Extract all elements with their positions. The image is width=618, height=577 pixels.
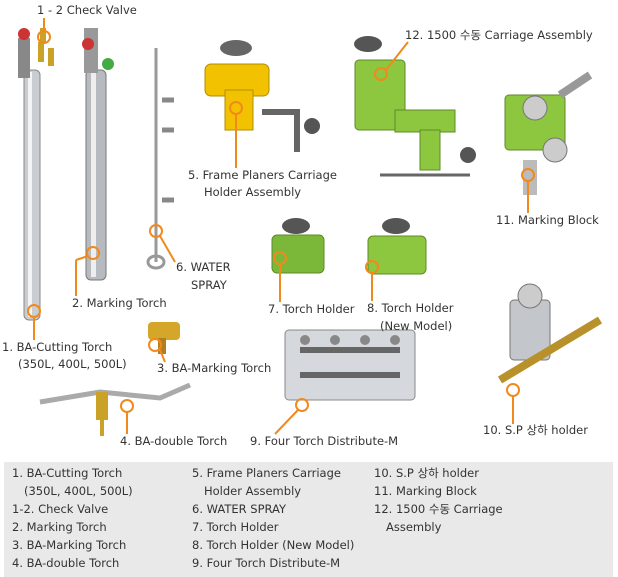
legend-item: 9. Four Torch Distribute-M [192, 556, 341, 570]
label-carriage-1500: 12. 1500 수동 Carriage Assembly [405, 28, 593, 42]
label-water-spray-2: SPRAY [191, 278, 227, 292]
torch-holder-image [271, 218, 325, 274]
legend-column-3: 10. S.P 상하 holder 11. Marking Block 12. … [374, 464, 503, 536]
legend-item: 12. 1500 수동 Carriage [374, 502, 503, 516]
water-spray-image [146, 48, 174, 270]
label-cutting-torch: 1. BA-Cutting Torch [2, 340, 113, 354]
legend-box: 1. BA-Cutting Torch (350L, 400L, 500L) 1… [4, 462, 613, 577]
check-valve-image [38, 28, 54, 66]
label-marking-block: 11. Marking Block [496, 213, 599, 227]
torch-holder-new-image [367, 218, 427, 275]
ba-marking-torch-image [148, 322, 180, 354]
legend-item: 1. BA-Cutting Torch [12, 466, 123, 480]
legend-column-2: 5. Frame Planers Carriage Holder Assembl… [192, 464, 354, 572]
label-torch-holder: 7. Torch Holder [268, 302, 355, 316]
label-sp-holder: 10. S.P 상하 holder [483, 423, 588, 437]
label-ba-double-torch: 4. BA-double Torch [120, 434, 228, 448]
label-frame-planers-2: Holder Assembly [204, 185, 302, 199]
legend-item: 6. WATER SPRAY [192, 502, 287, 516]
legend-column-1: 1. BA-Cutting Torch (350L, 400L, 500L) 1… [12, 464, 133, 572]
label-check-valve: 1 - 2 Check Valve [37, 3, 137, 17]
marking-torch-image [82, 28, 114, 281]
legend-item: Holder Assembly [204, 484, 302, 498]
label-ba-marking-torch: 3. BA-Marking Torch [157, 361, 272, 375]
label-marking-torch: 2. Marking Torch [72, 296, 167, 310]
legend-item: Assembly [386, 520, 442, 534]
label-water-spray: 6. WATER [176, 260, 231, 274]
four-torch-distribute-image [284, 329, 416, 401]
legend-item: 2. Marking Torch [12, 520, 107, 534]
legend-item: 5. Frame Planers Carriage [192, 466, 341, 480]
carriage-1500-image [354, 36, 476, 177]
legend-item: (350L, 400L, 500L) [24, 484, 133, 498]
legend-item: 3. BA-Marking Torch [12, 538, 127, 552]
ba-double-torch-image [39, 382, 191, 436]
legend-item: 4. BA-double Torch [12, 556, 120, 570]
legend-item: 11. Marking Block [374, 484, 477, 498]
label-torch-holder-new: 8. Torch Holder [367, 301, 454, 315]
product-illustrations [18, 18, 603, 436]
frame-planers-image [204, 40, 320, 152]
label-frame-planers: 5. Frame Planers Carriage [188, 168, 337, 182]
label-cutting-torch-models: (350L, 400L, 500L) [18, 357, 127, 371]
label-four-torch: 9. Four Torch Distribute-M [250, 434, 399, 448]
callout-markers [27, 18, 535, 435]
legend-item: 10. S.P 상하 holder [374, 466, 479, 480]
label-torch-holder-new-2: (New Model) [380, 319, 453, 333]
legend-item: 7. Torch Holder [192, 520, 279, 534]
legend-item: 8. Torch Holder (New Model) [192, 538, 355, 552]
marking-block-image [504, 71, 593, 195]
cutting-torch-image [18, 28, 41, 321]
sp-holder-image [497, 283, 603, 384]
legend-item: 1-2. Check Valve [12, 502, 109, 516]
